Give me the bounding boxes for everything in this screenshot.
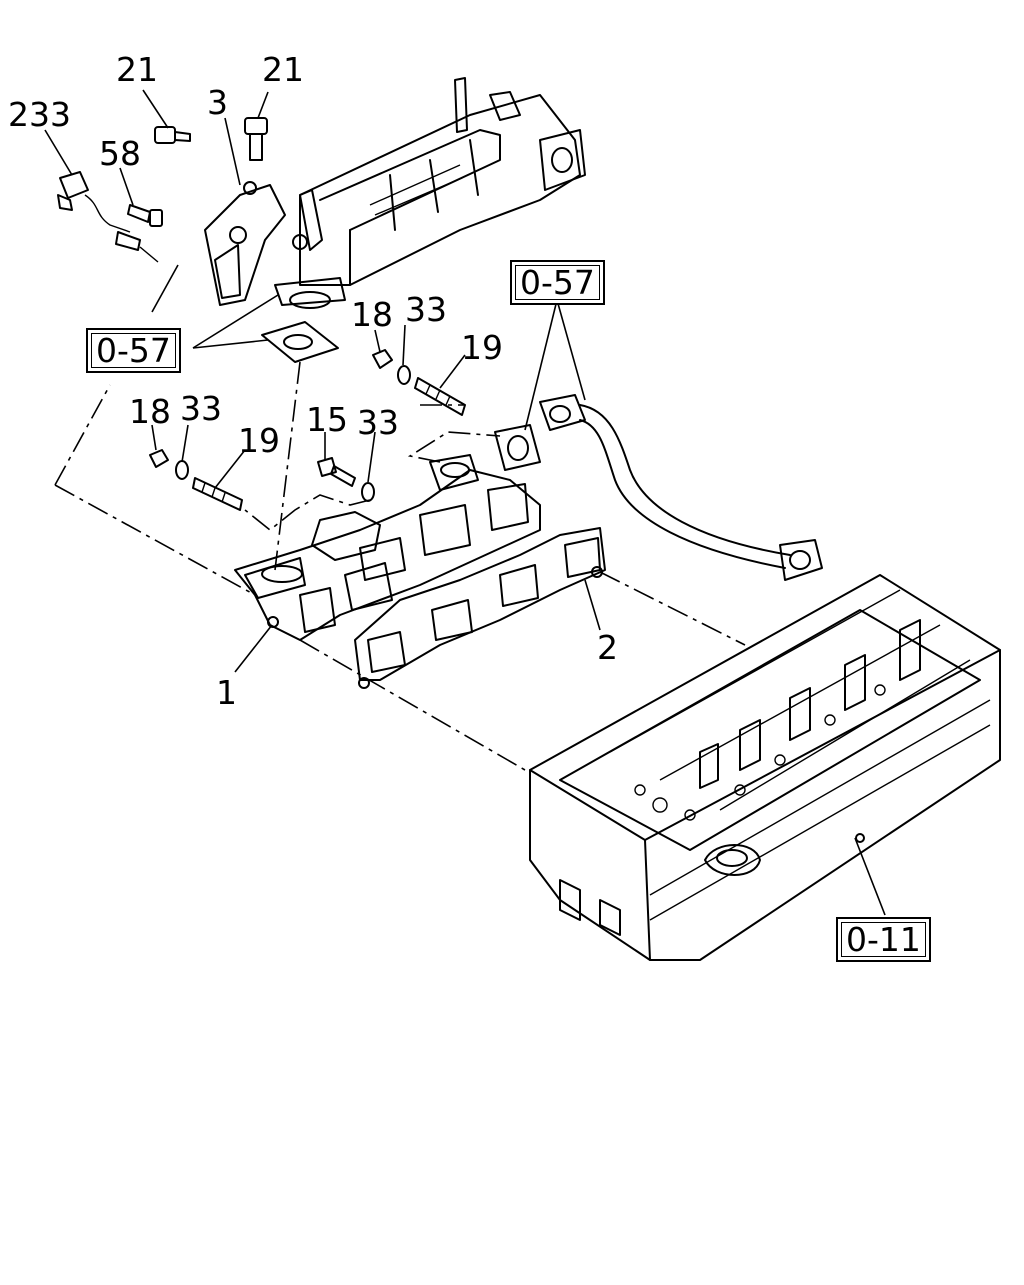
nut-part-18-lower — [149, 449, 169, 468]
stud-part-19-lower — [192, 477, 243, 511]
part-label-33-upper: 33 — [405, 290, 447, 329]
assembly-lines — [54, 361, 746, 771]
part-label-19-lower: 19 — [238, 421, 280, 460]
nut-part-18-upper — [372, 349, 393, 369]
bolt-part-21-right — [244, 117, 268, 161]
part-label-18-upper: 18 — [351, 295, 393, 334]
part-label-33-lower: 33 — [180, 389, 222, 428]
part-label-33-middle: 33 — [357, 403, 399, 442]
washer-part-33-lower — [175, 460, 189, 480]
pipe-gasket — [494, 424, 541, 471]
leader-lines — [44, 89, 886, 916]
part-label-1: 1 — [216, 673, 237, 712]
washer-part-33-middle — [361, 482, 375, 502]
egr-cooler — [274, 77, 586, 309]
cylinder-head — [529, 574, 1001, 961]
exhaust-manifold-part-1 — [234, 454, 541, 641]
bolt-part-15 — [317, 457, 356, 487]
part-label-21-left: 21 — [116, 50, 158, 89]
bolt-part-58 — [127, 204, 163, 227]
part-label-58: 58 — [99, 134, 141, 173]
stud-part-19-upper — [414, 377, 466, 416]
reference-box-0-57-left: 0-57 — [86, 328, 181, 373]
egr-pipe — [539, 394, 823, 581]
bracket-part-3 — [204, 181, 308, 306]
part-label-19-upper: 19 — [461, 328, 503, 367]
bolt-part-21-left — [154, 126, 191, 144]
part-label-15: 15 — [306, 400, 348, 439]
part-label-18-lower: 18 — [129, 392, 171, 431]
part-label-233: 233 — [8, 95, 71, 134]
egr-gasket — [261, 321, 339, 363]
reference-box-0-57-right: 0-57 — [510, 260, 605, 305]
reference-box-0-11: 0-11 — [836, 917, 931, 962]
part-label-3: 3 — [207, 83, 228, 122]
part-label-2: 2 — [597, 628, 618, 667]
washer-part-33-upper — [397, 365, 411, 385]
sensor-part-233 — [57, 171, 159, 263]
manifold-gasket-part-2 — [354, 527, 606, 689]
part-label-21-right: 21 — [262, 50, 304, 89]
